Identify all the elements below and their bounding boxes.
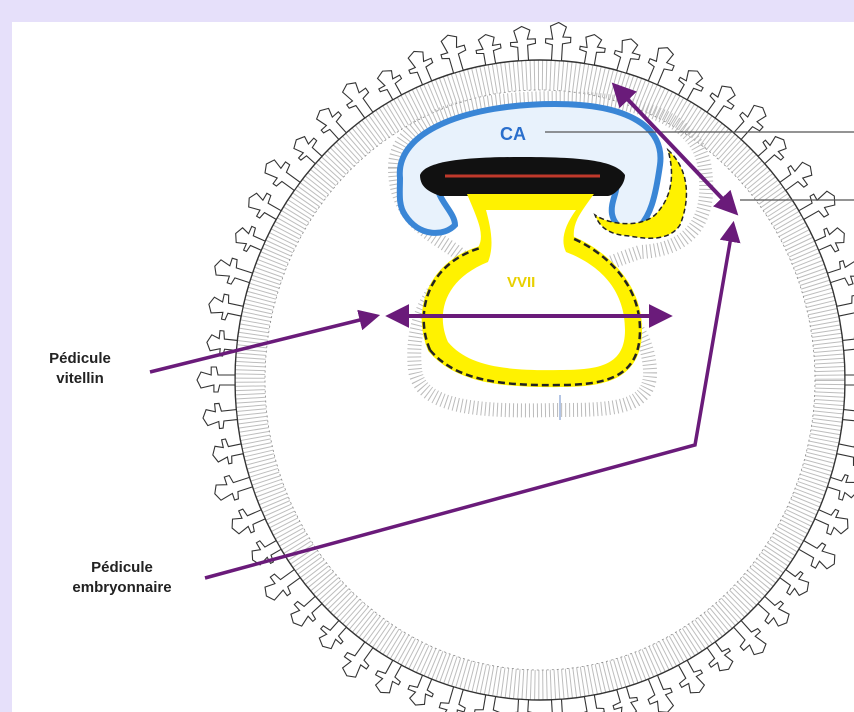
yolk-stalk-label-line2: vitellin [28, 369, 132, 389]
villus [343, 83, 373, 118]
villus [510, 699, 535, 712]
yolk-stalk-pointer-arrow [150, 316, 376, 372]
villus [213, 439, 243, 464]
villus [203, 403, 237, 428]
villus [648, 675, 673, 712]
villus [439, 687, 465, 712]
embryonic-stalk-label-line2: embryonnaire [62, 578, 182, 598]
embryonic-stalk-label-line1: Pédicule [62, 558, 182, 578]
villus [291, 596, 322, 626]
villus [546, 23, 571, 61]
villus [780, 570, 809, 596]
embryonic-stalk-label: Pédicule embryonnaire [62, 558, 182, 598]
villus [265, 570, 300, 601]
yolk-stalk-label: Pédicule vitellin [28, 349, 132, 389]
villus [780, 162, 812, 190]
yolk-stalk-label-line1: Pédicule [28, 349, 132, 369]
villus [580, 35, 606, 66]
villus [845, 368, 854, 393]
villus [511, 27, 536, 61]
villus [707, 86, 735, 118]
villus [734, 621, 766, 655]
villus [294, 137, 322, 164]
villus [799, 541, 835, 569]
villus [378, 71, 402, 100]
villus [343, 642, 373, 677]
villus [317, 108, 347, 139]
villus [679, 660, 705, 693]
villus [837, 295, 854, 320]
villus [249, 193, 281, 219]
villus [215, 476, 253, 501]
villus [545, 699, 570, 712]
villus [319, 621, 346, 649]
villus [799, 191, 835, 219]
villus [236, 226, 266, 251]
villus [679, 71, 704, 100]
villus [837, 441, 854, 467]
villus [648, 48, 674, 85]
villus [441, 35, 466, 73]
villus [408, 675, 433, 705]
villus [476, 35, 501, 66]
villus [408, 51, 433, 84]
villus [376, 660, 402, 693]
villus [758, 596, 789, 626]
villus [232, 509, 265, 534]
villus [474, 695, 500, 712]
villus [707, 642, 733, 671]
villus [734, 105, 766, 139]
villus [828, 475, 854, 500]
villus [828, 261, 854, 286]
villus [197, 367, 235, 392]
amniotic-cavity-label: CA [500, 124, 526, 144]
villus [614, 39, 640, 73]
diagram-canvas: CA VVII Pédicule vitellin Pédicule embry… [12, 22, 854, 712]
villus [815, 228, 845, 252]
villus [758, 137, 786, 164]
villus [613, 687, 638, 712]
villus [209, 294, 243, 320]
embryonic-disc [395, 98, 706, 410]
villus [265, 160, 300, 191]
villus [215, 258, 253, 284]
yolk-vesicle-label: VVII [507, 274, 535, 291]
villus [815, 509, 848, 534]
embryo-diagram: CA VVII [12, 22, 854, 712]
